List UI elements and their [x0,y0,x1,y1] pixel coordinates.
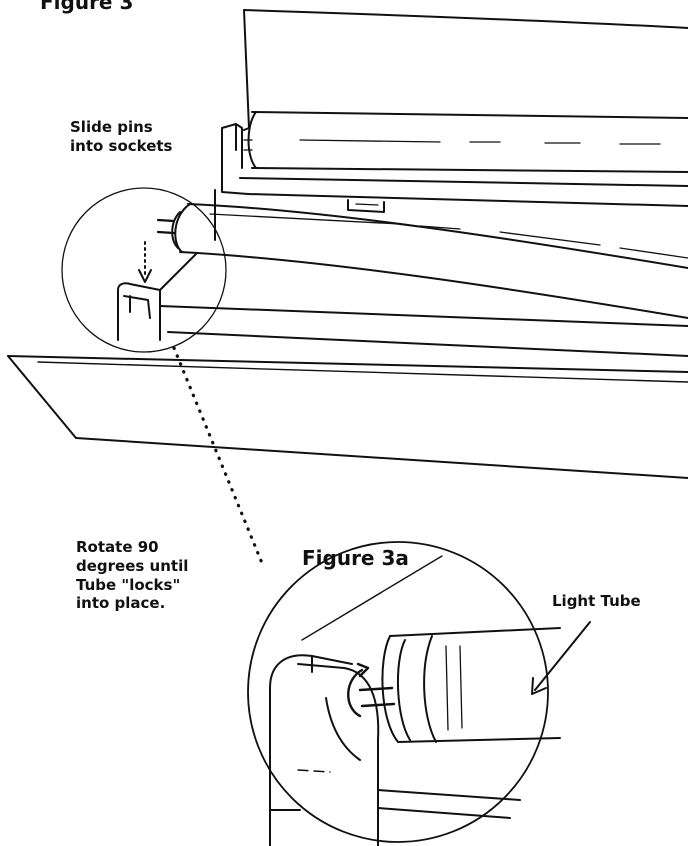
light-tube-callout: Light Tube [552,592,641,610]
leader-dots [172,346,266,570]
figure-title: Figure 3 [40,0,134,14]
pin-insert-arrow [138,241,152,283]
fixture-back-rail [214,177,688,241]
inset-title: Figure 3a [302,546,409,570]
inset-figure [247,541,561,846]
fixture-base [159,253,688,357]
slide-pins-callout: Slide pins into sockets [70,118,173,155]
light-tube-arrow [531,621,591,695]
rear-socket [221,123,253,195]
lower-light-tube [156,203,688,319]
front-socket [117,282,161,341]
upper-light-tube [247,111,688,173]
clip [347,199,385,213]
rotate-callout: Rotate 90 degrees until Tube "locks" int… [76,538,189,613]
detail-circle [61,187,227,353]
reflector-hood [243,9,688,131]
front-lens-panel [7,355,688,479]
